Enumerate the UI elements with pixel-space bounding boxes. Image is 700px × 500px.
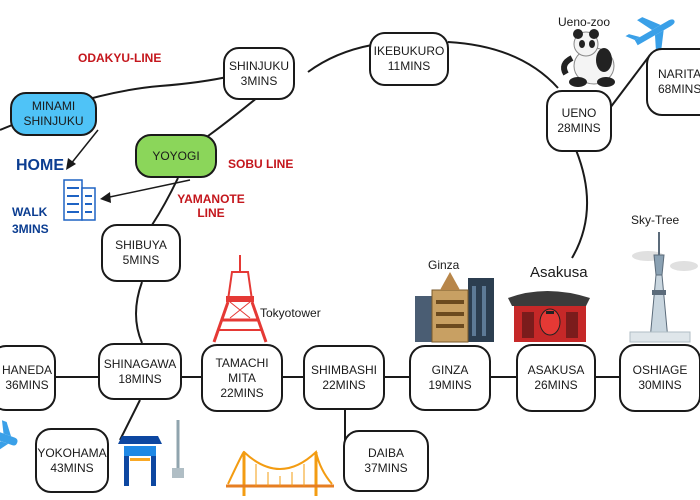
station-oshiage[interactable]: OSHIAGE 30MINS bbox=[619, 344, 700, 412]
station-name: ASAKUSA bbox=[527, 363, 585, 377]
station-shimbashi[interactable]: SHIMBASHI 22MINS bbox=[303, 345, 385, 410]
station-time: 30MINS bbox=[638, 378, 682, 392]
station-name: SHIBUYA bbox=[115, 238, 167, 252]
station-yokohama[interactable]: YOKOHAMA 43MINS bbox=[35, 428, 109, 493]
station-name: IKEBUKURO bbox=[373, 44, 445, 58]
sky-tree-icon bbox=[629, 232, 698, 343]
shinjuku-yoyogi-track bbox=[207, 96, 259, 137]
station-name: SHIMBASHI bbox=[310, 362, 377, 377]
station-time: 22MINS bbox=[322, 377, 366, 392]
station-ginza[interactable]: GINZA 19MINS bbox=[409, 345, 491, 411]
home-label: HOME bbox=[16, 157, 64, 174]
station-asakusa[interactable]: ASAKUSA 26MINS bbox=[516, 344, 596, 412]
station-time: 22MINS bbox=[220, 385, 264, 400]
minami-shinjuku-home-arrow bbox=[66, 129, 99, 170]
yamanote-line-label-2: LINE bbox=[197, 206, 225, 220]
station-ikebukuro[interactable]: IKEBUKURO 11MINS bbox=[369, 32, 449, 86]
ueno-asakusa-track bbox=[571, 149, 589, 259]
station-name: YOYOGI bbox=[152, 148, 200, 163]
walk-label-1: WALK bbox=[12, 205, 48, 219]
sobu-line-label: SOBU LINE bbox=[228, 157, 294, 171]
odakyu-line-label: ODAKYU-LINE bbox=[78, 51, 162, 65]
asakusa-label: Asakusa bbox=[530, 264, 588, 281]
station-haneda[interactable]: HANEDA 36MINS bbox=[0, 345, 56, 411]
station-time: 11MINS bbox=[387, 59, 431, 73]
station-time: 68MINS bbox=[658, 82, 700, 96]
station-name: HANEDA bbox=[1, 363, 52, 377]
station-name: NARITA bbox=[658, 67, 700, 81]
station-minami-shinjuku[interactable]: MINAMI SHINJUKU bbox=[10, 92, 97, 136]
yamanote-east-track bbox=[447, 41, 559, 89]
station-name: UENO bbox=[561, 106, 597, 120]
station-name: GINZA bbox=[431, 363, 469, 377]
station-name: MITA bbox=[228, 370, 256, 385]
station-time: 37MINS bbox=[364, 461, 408, 475]
station-time: 18MINS bbox=[118, 371, 162, 386]
panda-icon bbox=[561, 29, 615, 87]
station-tamachi-mita[interactable]: TAMACHI MITA 22MINS bbox=[201, 344, 283, 412]
yoyogi-home-arrow bbox=[100, 179, 191, 203]
station-name: SHINJUKU bbox=[23, 114, 84, 128]
station-narita[interactable]: NARITA 68MINS bbox=[646, 48, 700, 116]
airplane-icon bbox=[625, 17, 675, 54]
station-time: 43MINS bbox=[50, 460, 94, 475]
station-time: 36MINS bbox=[5, 378, 49, 392]
shinagawa-yokohama-track bbox=[119, 399, 141, 441]
ueno-narita-track bbox=[609, 54, 651, 109]
airplane-icon bbox=[0, 420, 18, 453]
station-shinagawa[interactable]: SHINAGAWA 18MINS bbox=[98, 343, 182, 400]
station-name: TAMACHI bbox=[215, 355, 269, 370]
station-time: 3MINS bbox=[240, 73, 278, 88]
station-name: SHINJUKU bbox=[228, 58, 289, 73]
tokyo-tower-icon bbox=[212, 255, 268, 343]
kaminarimon-gate-icon bbox=[508, 291, 590, 342]
station-name: YOKOHAMA bbox=[37, 445, 107, 460]
station-shinjuku[interactable]: SHINJUKU 3MINS bbox=[223, 47, 295, 100]
tokyo-tower-label: Tokyotower bbox=[260, 306, 321, 320]
walk-label: WALK 3MINS bbox=[12, 204, 49, 238]
yamanote-line-label-1: YAMANOTE bbox=[177, 192, 245, 206]
sky-tree-label: Sky-Tree bbox=[631, 213, 680, 227]
station-yoyogi[interactable]: YOYOGI bbox=[135, 134, 217, 178]
station-name: DAIBA bbox=[367, 446, 404, 460]
station-name: SHINAGAWA bbox=[103, 356, 177, 371]
ginza-label: Ginza bbox=[428, 258, 460, 272]
station-name: MINAMI bbox=[31, 99, 76, 113]
chinatown-gate-icon bbox=[118, 436, 162, 486]
station-time: 26MINS bbox=[534, 378, 578, 392]
station-name: OSHIAGE bbox=[632, 363, 688, 377]
yamanote-line-label: YAMANOTE LINE bbox=[175, 192, 247, 220]
marine-tower-icon bbox=[172, 420, 184, 478]
ginza-building-icon bbox=[415, 272, 494, 343]
shibuya-shinagawa-track bbox=[135, 281, 143, 344]
ueno-zoo-label: Ueno-zoo bbox=[558, 15, 611, 29]
station-daiba[interactable]: DAIBA 37MINS bbox=[343, 430, 429, 492]
station-shibuya[interactable]: SHIBUYA 5MINS bbox=[101, 224, 181, 282]
rainbow-bridge-icon bbox=[226, 450, 334, 496]
building-icon bbox=[63, 179, 96, 221]
station-time: 28MINS bbox=[557, 121, 601, 135]
walk-label-2: 3MINS bbox=[12, 222, 49, 236]
yamanote-north-track bbox=[307, 44, 373, 73]
station-ueno[interactable]: UENO 28MINS bbox=[546, 90, 612, 152]
station-time: 19MINS bbox=[428, 378, 472, 392]
station-time: 5MINS bbox=[122, 253, 160, 267]
